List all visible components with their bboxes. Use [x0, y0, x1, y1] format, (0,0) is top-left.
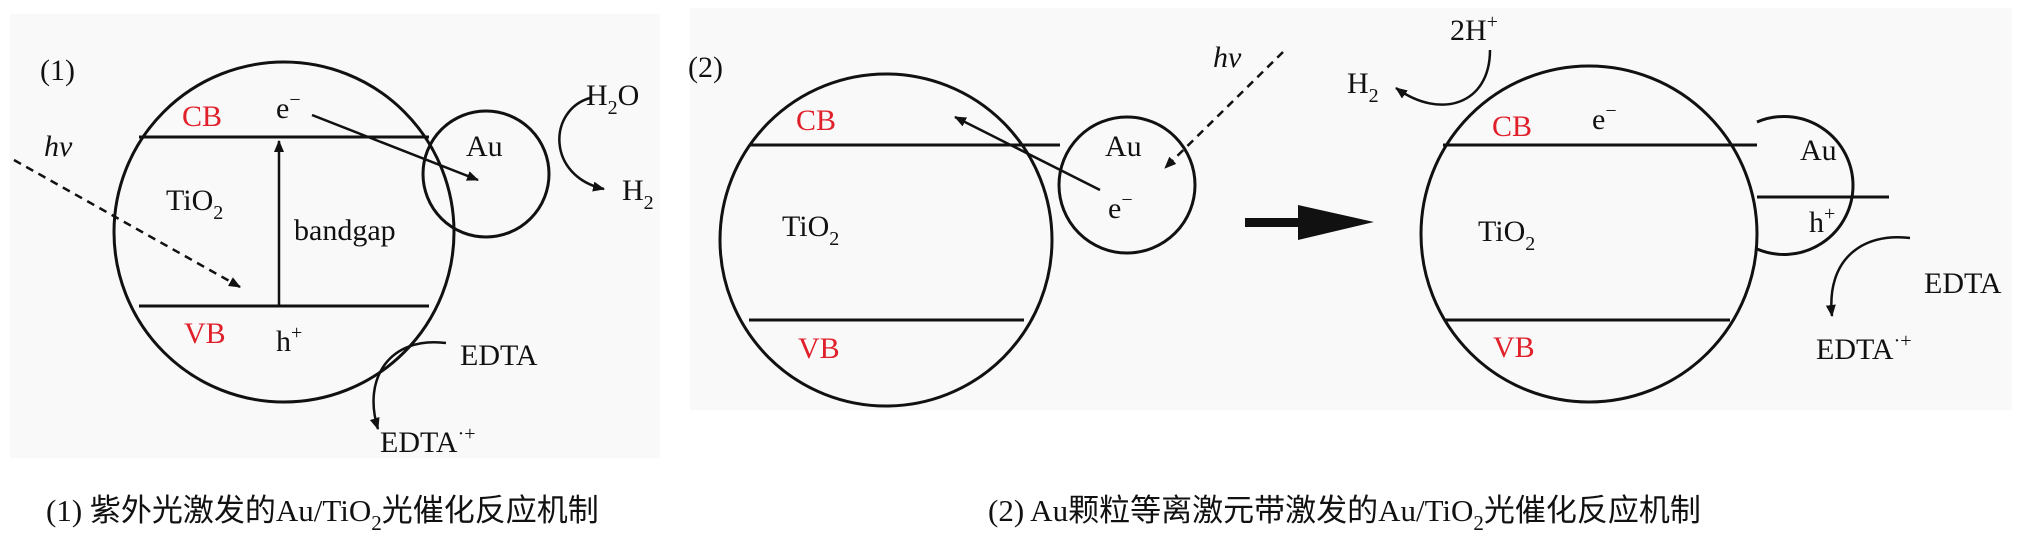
edta-label: EDTA: [460, 339, 538, 372]
h2o-text-a: H: [586, 79, 608, 112]
transition-arrow-shaft: [1245, 218, 1303, 227]
edta-oxidized-text: EDTA: [380, 426, 458, 459]
cb-label: CB: [182, 100, 222, 133]
electron-superscript-2b: −: [1605, 100, 1616, 122]
electron-text-2b: e: [1592, 103, 1605, 136]
tio2-subscript-2b: 2: [1525, 233, 1535, 255]
tio2-text-2b: TiO: [1478, 215, 1525, 248]
au-particle-2a: [1057, 115, 1197, 255]
hole-superscript-2b: +: [1824, 203, 1835, 225]
caption-2-text-b: 光催化反应机制: [1484, 493, 1701, 528]
edta-oxidized-text-2b: EDTA: [1816, 333, 1894, 366]
caption-1-text-a: (1) 紫外光激发的Au/TiO: [46, 493, 371, 528]
electron-transfer-arrow: [311, 113, 479, 182]
caption-panel-1: (1) 紫外光激发的Au/TiO2光催化反应机制: [46, 493, 599, 535]
electron-label-2a: e−: [1108, 189, 1133, 225]
h2o-label: H2O: [586, 79, 639, 119]
electron-label-2b: e−: [1592, 100, 1617, 136]
panel-2-right: CB VB TiO2 e− Au h+ 2H+ H2 EDTA EDTA·+: [1347, 11, 2002, 404]
tio2-label-2a: TiO2: [782, 210, 839, 250]
au-particle-2b: [1756, 115, 1855, 256]
transition-arrow-head: [1298, 205, 1374, 240]
hv-label: hv: [44, 130, 73, 163]
light-incident-arrow: [13, 158, 241, 289]
proton-label: 2H+: [1450, 11, 1498, 47]
panel-1-background: [10, 14, 660, 458]
proton-reduction-arrow: [1395, 49, 1492, 106]
au-label-2b: Au: [1800, 134, 1837, 167]
panel-2-number: (2): [688, 51, 723, 84]
edta-label-2b: EDTA: [1924, 267, 2002, 300]
hole-superscript: +: [291, 322, 302, 344]
hv-label-2a: hv: [1213, 41, 1242, 74]
h2o-subscript: 2: [608, 97, 618, 119]
caption-1-text-b: 光催化反应机制: [382, 493, 599, 528]
edta-oxidized-label-2b: EDTA·+: [1816, 330, 1912, 366]
hole-text-2b: h: [1809, 206, 1824, 239]
electron-superscript: −: [289, 89, 300, 111]
caption-panel-2: (2) Au颗粒等离激元带激发的Au/TiO2光催化反应机制: [988, 493, 1701, 535]
h2-label: H2: [622, 174, 654, 214]
panel-1-number: (1): [40, 54, 75, 87]
edta-oxidized-superscript: ·+: [458, 423, 476, 445]
edta-oxidation-arrow: [369, 340, 447, 430]
au-particle: [421, 109, 551, 239]
h2-label-2b: H2: [1347, 67, 1379, 107]
tio2-text-2a: TiO: [782, 210, 829, 243]
tio2-particle-2a: [718, 72, 1054, 408]
tio2-text: TiO: [166, 184, 213, 217]
tio2-label-2b: TiO2: [1478, 215, 1535, 255]
tio2-subscript-2a: 2: [829, 228, 839, 250]
electron-label: e−: [276, 89, 301, 125]
vb-label: VB: [184, 317, 226, 350]
tio2-particle: [112, 60, 456, 404]
proton-text: 2H: [1450, 14, 1487, 47]
transition-arrow: [1245, 205, 1374, 240]
cb-label-2a: CB: [796, 104, 836, 137]
hole-label: h+: [276, 322, 302, 358]
edta-oxidation-arrow-2b: [1825, 235, 1911, 317]
tio2-label: TiO2: [166, 184, 223, 224]
au-label-2a: Au: [1105, 130, 1142, 163]
h2-subscript-2b: 2: [1369, 85, 1379, 107]
caption-2-subscript: 2: [1473, 511, 1484, 535]
proton-superscript: +: [1487, 11, 1498, 33]
cb-label-2b: CB: [1492, 110, 1532, 143]
electron-superscript-2a: −: [1121, 189, 1132, 211]
electron-text-2a: e: [1108, 192, 1121, 225]
caption-1-subscript: 2: [371, 511, 382, 535]
water-reduction-arrow: [558, 96, 605, 192]
bandgap-label: bandgap: [294, 214, 396, 247]
au-label: Au: [466, 130, 503, 163]
hole-text: h: [276, 325, 291, 358]
h2-subscript: 2: [644, 192, 654, 214]
tio2-particle-2b: [1419, 64, 1759, 404]
electron-text: e: [276, 92, 289, 125]
vb-label-2a: VB: [798, 332, 840, 365]
tio2-subscript: 2: [213, 202, 223, 224]
edta-oxidized-superscript-2b: ·+: [1894, 330, 1912, 352]
h2-text-2b: H: [1347, 67, 1369, 100]
panel-1: (1) CB VB TiO2 bandgap e− h+ Au hv H2O H…: [13, 54, 654, 459]
edta-oxidized-label: EDTA·+: [380, 423, 476, 459]
panel-2-left: (2) CB VB TiO2 Au e− hv: [688, 41, 1284, 408]
caption-2-text-a: (2) Au颗粒等离激元带激发的Au/TiO: [988, 493, 1473, 528]
vb-label-2b: VB: [1493, 331, 1535, 364]
hole-label-2b: h+: [1809, 203, 1835, 239]
h2o-text-b: O: [618, 79, 640, 112]
hot-electron-injection-arrow: [954, 115, 1101, 192]
h2-text: H: [622, 174, 644, 207]
